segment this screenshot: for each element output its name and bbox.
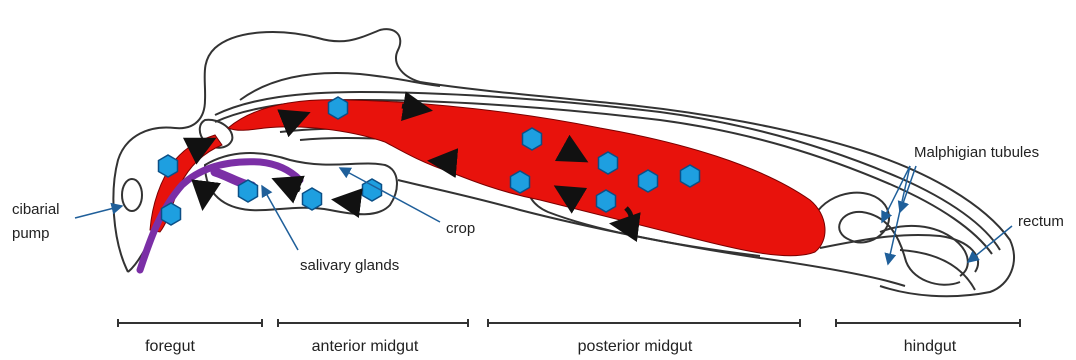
hexagon-particle-icon: [511, 171, 530, 193]
segment-brackets: [118, 319, 1020, 327]
hexagon-particle-icon: [639, 170, 658, 192]
black-arrow-icon: [276, 180, 300, 190]
black-arrow-icon: [336, 200, 352, 202]
hexagon-particle-icon: [523, 128, 542, 150]
hexagon-particle-icon: [597, 190, 616, 212]
label-crop: crop: [446, 220, 475, 237]
hexagon-particle-icon: [599, 152, 618, 174]
hexagon-particle-icon: [329, 97, 348, 119]
hexagon-particle-icon: [681, 165, 700, 187]
label-salivary-glands: salivary glands: [300, 257, 399, 274]
pointer-rectum: [968, 226, 1012, 262]
bracket-foregut: [118, 319, 262, 327]
segment-hindgut: hindgut: [904, 338, 957, 355]
bracket-posterior-midgut: [488, 319, 800, 327]
hexagon-particle-icon: [162, 203, 181, 225]
hexagon-particle-icon: [159, 155, 178, 177]
label-cibarial: cibarial: [12, 201, 60, 218]
label-malpighian-tubules: Malphigian tubules: [914, 144, 1039, 161]
bracket-anterior-midgut: [278, 319, 468, 327]
hexagon-particle-icon: [303, 188, 322, 210]
hexagon-particle-icon: [239, 180, 258, 202]
bracket-hindgut: [836, 319, 1020, 327]
segment-labels: foregut anterior midgut posterior midgut…: [145, 338, 957, 355]
black-arrow-icon: [432, 161, 456, 163]
pointer-malpighian-3: [888, 166, 910, 264]
segment-anterior-midgut: anterior midgut: [312, 338, 419, 355]
segment-posterior-midgut: posterior midgut: [578, 338, 693, 355]
pointer-salivary-glands: [262, 186, 298, 250]
segment-foregut: foregut: [145, 338, 195, 355]
label-pump: pump: [12, 225, 50, 242]
black-arrow-icon: [203, 190, 205, 206]
label-rectum: rectum: [1018, 213, 1064, 230]
